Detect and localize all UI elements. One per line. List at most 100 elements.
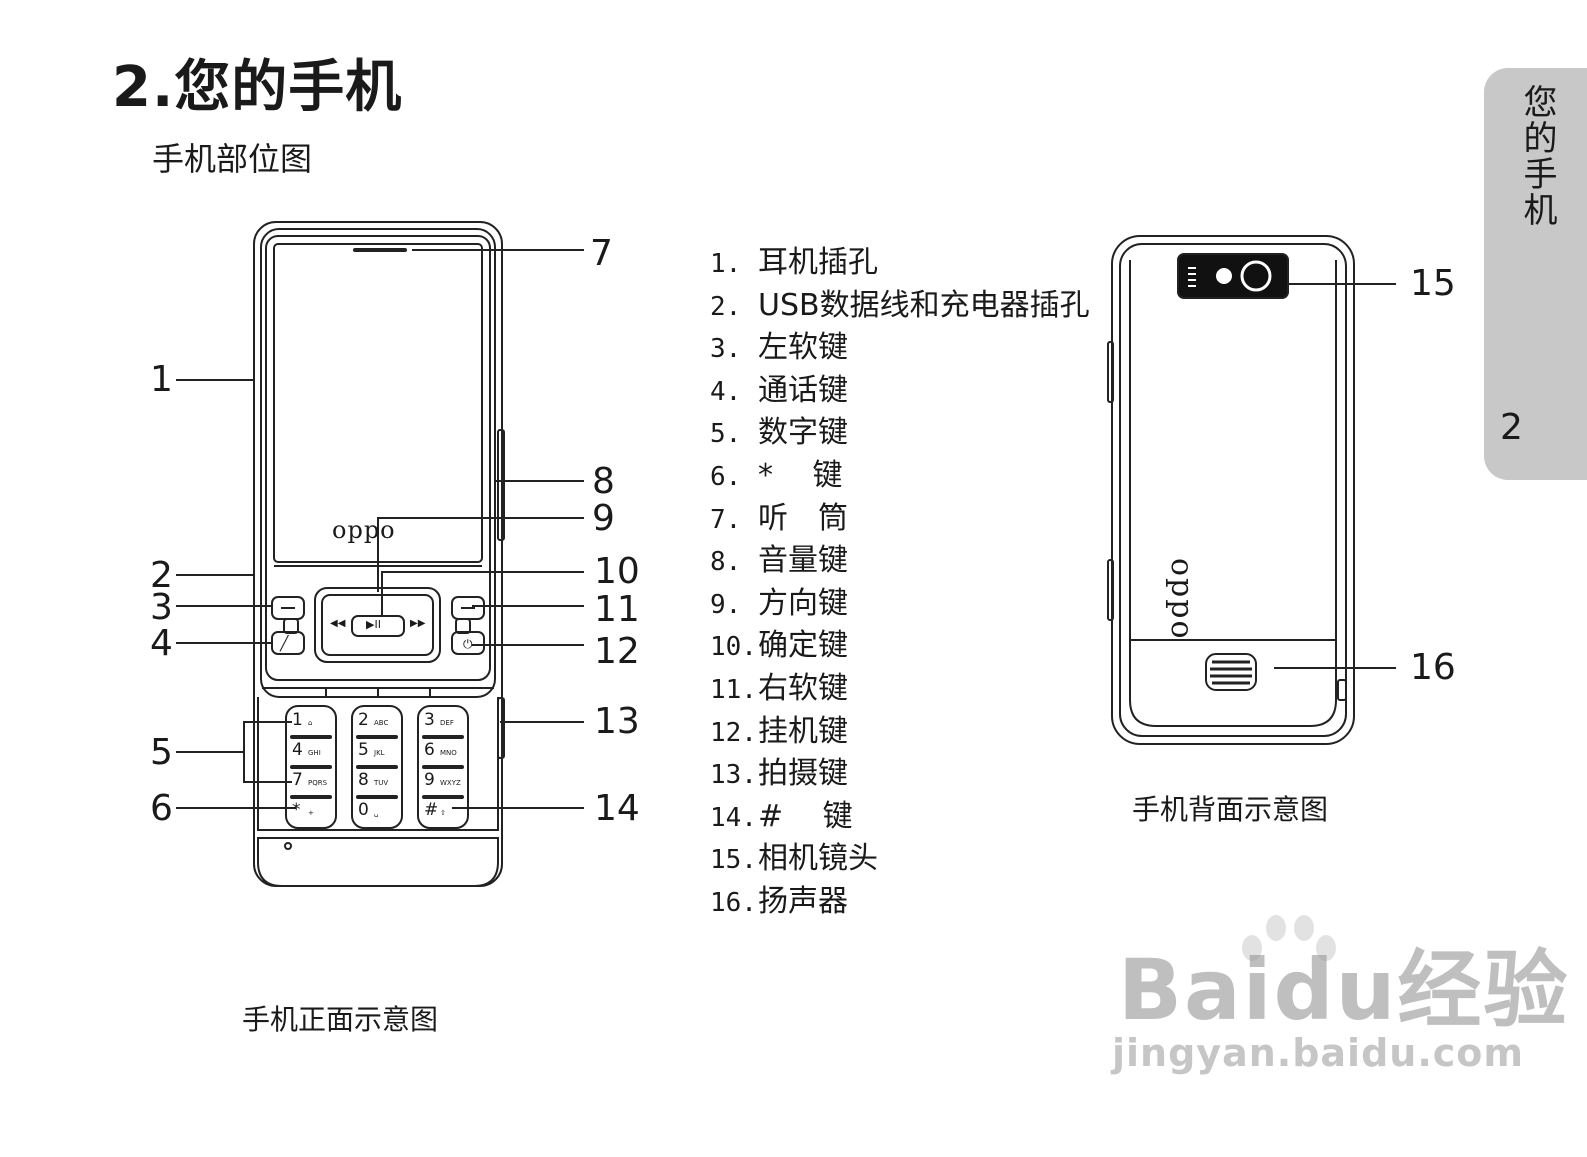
callout-5: 5 xyxy=(150,732,173,773)
nav-right-icon: ▶▶ xyxy=(410,618,426,629)
legend-label: 确定键 xyxy=(758,628,848,664)
legend-label: 相机镜头 xyxy=(758,841,878,877)
chapter-tab xyxy=(1484,68,1587,480)
keypad-housing xyxy=(257,697,499,831)
back-cover-shape xyxy=(1129,260,1337,727)
key-letters: MNO xyxy=(440,749,457,757)
legend-label: 拍摄键 xyxy=(758,756,848,792)
camera-key xyxy=(497,697,505,759)
legend-item: 9. 方向键 xyxy=(710,585,1090,628)
screen-bezel xyxy=(265,235,491,681)
watermark-url: jingyan.baidu.com xyxy=(1112,1031,1524,1075)
legend-item: 1.耳机插孔 xyxy=(710,244,1090,287)
phone-base xyxy=(257,837,499,887)
legend-item: 14.# 键 xyxy=(710,798,1090,841)
legend-label: 通话键 xyxy=(758,372,848,408)
page-number: 2 xyxy=(1500,407,1523,448)
page-title: 2.您的手机 xyxy=(112,55,403,120)
legend-number: 7. xyxy=(710,504,742,535)
callout-11: 11 xyxy=(594,589,640,630)
nav-inner xyxy=(321,594,434,656)
legend-label: 左软键 xyxy=(758,330,848,366)
callout-14: 14 xyxy=(594,788,640,829)
camera-flash xyxy=(1216,268,1232,284)
back-diagram-caption: 手机背面示意图 xyxy=(1132,793,1329,826)
callout-13: 13 xyxy=(594,701,640,742)
callout-8: 8 xyxy=(592,461,615,502)
camera-lens xyxy=(1240,260,1272,292)
back-body-inner xyxy=(1119,243,1347,737)
key-digit: 1 xyxy=(292,710,303,730)
legend-number: 16. xyxy=(710,887,757,918)
callout-2: 2 xyxy=(150,555,173,596)
key-digit: 3 xyxy=(424,710,435,730)
key-digit: 9 xyxy=(424,770,435,790)
key-letters: TUV xyxy=(374,779,389,787)
parts-legend: 1.耳机插孔 2. USB数据线和充电器插孔 3. 左软键 4.通话键 5. 数字键 6. * 键… xyxy=(710,244,1090,926)
legend-label: 听 筒 xyxy=(758,500,848,536)
keypad-column-1 xyxy=(285,705,337,829)
legend-item: 13.拍摄键 xyxy=(710,755,1090,798)
key-letters: ⇧ xyxy=(440,809,446,817)
legend-number: 13. xyxy=(710,760,757,791)
legend-number: 12. xyxy=(710,717,757,748)
key-letters: ABC xyxy=(374,719,389,727)
key-letters: WXYZ xyxy=(440,779,461,787)
end-key-icon: ⏻ xyxy=(463,637,473,651)
legend-label: 挂机键 xyxy=(758,713,848,749)
legend-number: 3. xyxy=(710,334,742,365)
back-brand-logo: oppo xyxy=(1164,558,1199,641)
legend-number: 11. xyxy=(710,674,757,705)
paw-icon xyxy=(1242,915,1336,961)
keypad-column-3 xyxy=(417,705,469,829)
legend-number: 6. xyxy=(710,461,742,492)
legend-number: 2. xyxy=(710,291,742,322)
camera-module xyxy=(1177,253,1289,299)
back-side-key-1 xyxy=(1107,341,1114,403)
right-lock xyxy=(455,618,471,634)
legend-label: * 键 xyxy=(758,457,843,493)
legend-item: 2. USB数据线和充电器插孔 xyxy=(710,287,1090,330)
key-digit: 6 xyxy=(424,740,435,760)
legend-label: USB数据线和充电器插孔 xyxy=(758,287,1090,323)
legend-item: 3. 左软键 xyxy=(710,329,1090,372)
legend-label: 数字键 xyxy=(758,415,848,451)
key-digit: 5 xyxy=(358,740,369,760)
legend-label: 耳机插孔 xyxy=(758,245,878,280)
leader-5-bracket xyxy=(243,721,292,783)
back-phone-diagram xyxy=(1107,235,1355,745)
back-usb-port xyxy=(1337,679,1347,701)
page-subtitle: 手机部位图 xyxy=(152,140,313,178)
legend-label: 扬声器 xyxy=(758,883,848,919)
nav-center-key xyxy=(351,615,405,637)
key-letters: PQRS xyxy=(308,779,328,787)
back-side-key-2 xyxy=(1107,559,1114,621)
callout-7: 7 xyxy=(590,233,613,274)
legend-number: 9. xyxy=(710,589,742,620)
legend-number: 8. xyxy=(710,547,742,578)
mic-hole xyxy=(284,842,292,850)
legend-item: 4.通话键 xyxy=(710,372,1090,415)
key-letters: JKL xyxy=(374,749,385,757)
nav-left-icon: ◀◀ xyxy=(330,618,346,629)
legend-item: 7. 听 筒 xyxy=(710,500,1090,543)
volume-key xyxy=(497,429,505,541)
legend-number: 15. xyxy=(710,845,757,876)
key-digit: * xyxy=(292,800,301,820)
legend-item: 16.扬声器 xyxy=(710,883,1090,926)
legend-label: 方向键 xyxy=(758,585,848,621)
legend-number: 5. xyxy=(710,419,742,450)
key-letters: ⌂ xyxy=(308,719,313,727)
legend-item: 11.右软键 xyxy=(710,670,1090,713)
key-letters: GHI xyxy=(308,749,321,757)
callout-16: 16 xyxy=(1410,647,1456,688)
legend-item: 8.音量键 xyxy=(710,542,1090,585)
call-key-icon: ╱ xyxy=(279,635,290,652)
callout-15: 15 xyxy=(1410,263,1456,304)
legend-item: 6. * 键 xyxy=(710,457,1090,500)
keypad-column-2 xyxy=(351,705,403,829)
chapter-tab-title: 您的手机 xyxy=(1517,84,1557,228)
legend-number: 10. xyxy=(710,632,757,663)
key-letters: DEF xyxy=(440,719,454,727)
